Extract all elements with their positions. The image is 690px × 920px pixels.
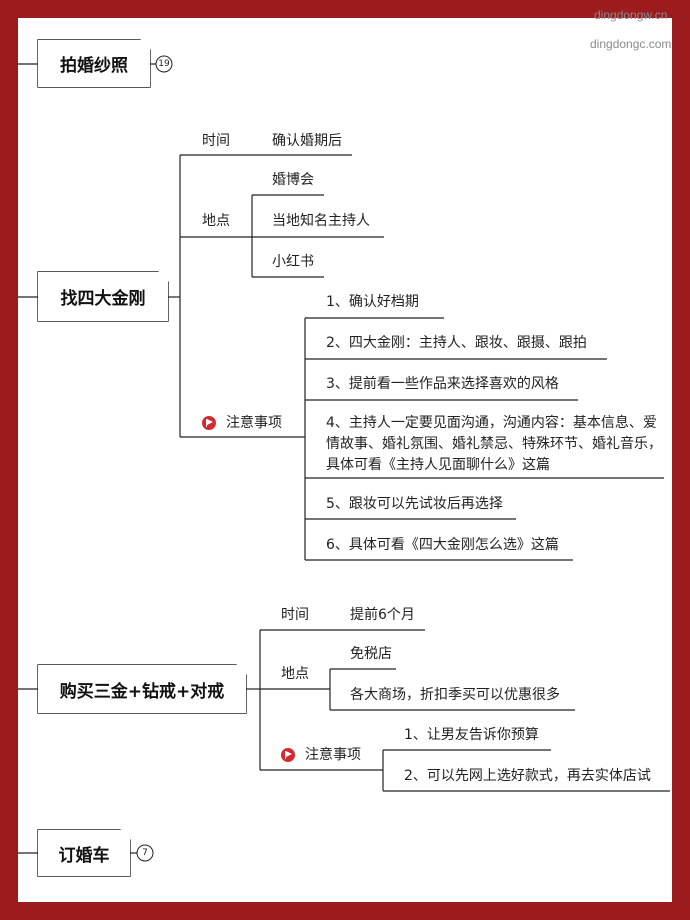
t2-note-item: 6、具体可看《四大金刚怎么选》这篇 [326, 537, 559, 553]
topic-buy-rings[interactable]: 购买三金+钻戒+对戒 [38, 665, 246, 713]
paper-background [18, 18, 672, 902]
t2-note-item: 3、提前看一些作品来选择喜欢的风格 [326, 376, 559, 392]
t2-notes-label: 注意事项 [226, 415, 282, 431]
t3-notes-label: 注意事项 [305, 747, 361, 763]
t3-place-item: 各大商场，折扣季买可以优惠很多 [350, 687, 560, 703]
t2-time-label: 时间 [202, 133, 230, 149]
watermark-second: dingdongc.com [590, 37, 672, 51]
t2-time-value: 确认婚期后 [272, 133, 342, 149]
t2-place-item: 当地知名主持人 [272, 213, 370, 229]
t3-place-item: 免税店 [350, 646, 392, 662]
t2-place-item: 小红书 [272, 254, 314, 270]
t2-note-item: 2、四大金刚：主持人、跟妆、跟摄、跟拍 [326, 335, 587, 351]
t3-note-item: 2、可以先网上选好款式，再去实体店试 [404, 768, 651, 784]
watermark-top: dingdongw.cn [594, 8, 668, 22]
t2-note-item: 1、确认好档期 [326, 294, 419, 310]
topic-wedding-car[interactable]: 订婚车 [38, 830, 130, 876]
t2-place-label: 地点 [202, 213, 230, 229]
t2-note-item: 4、主持人一定要见面沟通，沟通内容：基本信息、爱情故事、婚礼氛围、婚礼禁忌、特殊… [326, 415, 662, 473]
topic-four-vendors[interactable]: 找四大金刚 [38, 272, 168, 321]
topic-wedding-photos[interactable]: 拍婚纱照 [38, 40, 150, 87]
t3-place-label: 地点 [281, 666, 309, 682]
t3-note-item: 1、让男友告诉你预算 [404, 727, 539, 743]
topic-wedding-photos-badge: 19 [158, 59, 170, 69]
t3-time-label: 时间 [281, 607, 309, 623]
t2-place-item: 婚博会 [272, 172, 314, 188]
topic-wedding-car-badge: 7 [142, 848, 148, 858]
t2-note-item: 5、跟妆可以先试妆后再选择 [326, 496, 503, 512]
flag-icon [202, 416, 216, 430]
flag-icon [281, 748, 295, 762]
t3-time-value: 提前6个月 [350, 607, 415, 623]
